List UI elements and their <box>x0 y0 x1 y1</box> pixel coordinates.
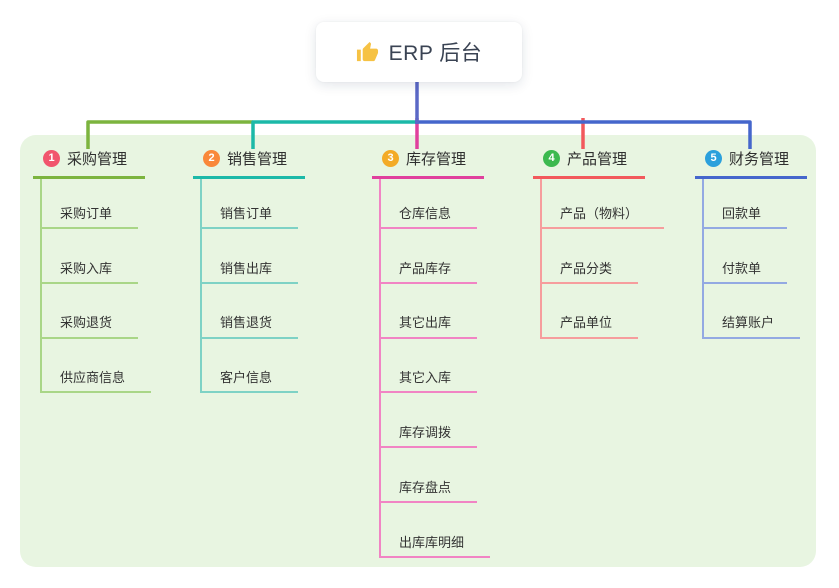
branches-background-panel <box>20 135 816 567</box>
child-node: 产品单位 <box>542 284 664 339</box>
child-node: 回款单 <box>704 179 800 229</box>
child-node-label[interactable]: 销售退货 <box>202 315 299 339</box>
child-node-label[interactable]: 销售出库 <box>202 261 299 284</box>
child-node-label[interactable]: 客户信息 <box>202 370 299 394</box>
badge-2: 2 <box>203 149 220 167</box>
child-node-label[interactable]: 结算账户 <box>704 315 801 339</box>
branch-label: 销售管理 <box>227 150 288 168</box>
child-node: 销售退货 <box>202 284 299 339</box>
root-node[interactable]: ERP 后台 <box>316 22 522 82</box>
branch-node-sales[interactable]: 2 销售管理 <box>193 146 305 179</box>
branch-node-inventory[interactable]: 3 库存管理 <box>372 146 484 179</box>
child-node-label[interactable]: 产品（物料） <box>542 206 665 229</box>
child-node: 客户信息 <box>202 339 299 394</box>
branch-label: 产品管理 <box>567 150 628 168</box>
badge-3: 3 <box>382 149 399 167</box>
child-node-label[interactable]: 供应商信息 <box>42 370 152 394</box>
branch-label: 采购管理 <box>67 150 128 168</box>
child-node: 采购入库 <box>42 229 151 284</box>
child-node-label[interactable]: 采购退货 <box>42 315 139 339</box>
child-node: 库存调拨 <box>381 393 490 449</box>
child-node: 销售订单 <box>202 179 299 229</box>
child-node: 产品（物料） <box>542 179 665 229</box>
child-node: 采购退货 <box>42 284 151 339</box>
child-node: 供应商信息 <box>42 339 152 394</box>
badge-4: 4 <box>543 149 560 167</box>
child-node: 产品分类 <box>542 229 664 284</box>
branch-node-product[interactable]: 4 产品管理 <box>533 146 645 179</box>
child-node-label[interactable]: 库存调拨 <box>381 425 478 449</box>
root-node-title: ERP 后台 <box>388 42 483 65</box>
child-node-label[interactable]: 仓库信息 <box>381 206 478 229</box>
child-node: 库存盘点 <box>381 448 490 503</box>
child-node-label[interactable]: 产品单位 <box>542 315 639 339</box>
child-node: 其它出库 <box>381 284 490 339</box>
child-node: 产品库存 <box>381 229 490 284</box>
child-node-label[interactable]: 产品分类 <box>542 261 639 284</box>
child-node: 采购订单 <box>42 179 151 229</box>
child-node-label[interactable]: 其它出库 <box>381 315 478 339</box>
thumbs-up-icon <box>356 41 378 61</box>
child-node: 结算账户 <box>704 284 801 339</box>
child-node-label[interactable]: 采购入库 <box>42 261 139 284</box>
child-node-label[interactable]: 采购订单 <box>42 206 139 229</box>
child-node: 仓库信息 <box>381 179 490 229</box>
child-node-label[interactable]: 其它入库 <box>381 370 478 394</box>
branch-label: 财务管理 <box>729 150 790 168</box>
child-node: 出库库明细 <box>381 503 491 558</box>
child-node-label[interactable]: 产品库存 <box>381 261 478 284</box>
branch-children-finance: 回款单 付款单 结算账户 <box>702 179 801 339</box>
branch-node-purchase[interactable]: 1 采购管理 <box>33 146 145 179</box>
child-node-label[interactable]: 销售订单 <box>202 206 299 229</box>
branch-node-finance[interactable]: 5 财务管理 <box>695 146 807 179</box>
branch-label: 库存管理 <box>406 150 467 168</box>
child-node: 其它入库 <box>381 339 490 394</box>
child-node: 销售出库 <box>202 229 299 284</box>
child-node: 付款单 <box>704 229 800 284</box>
branch-children-inventory: 仓库信息 产品库存 其它出库 其它入库 库存调拨 库存盘点 出库库明细 <box>379 179 491 558</box>
badge-1: 1 <box>43 149 60 167</box>
badge-5: 5 <box>705 149 722 167</box>
child-node-label[interactable]: 出库库明细 <box>381 535 491 558</box>
child-node-label[interactable]: 库存盘点 <box>381 480 478 503</box>
branch-children-sales: 销售订单 销售出库 销售退货 客户信息 <box>200 179 299 394</box>
branch-children-product: 产品（物料） 产品分类 产品单位 <box>540 179 665 339</box>
branch-children-purchase: 采购订单 采购入库 采购退货 供应商信息 <box>40 179 152 394</box>
child-node-label[interactable]: 付款单 <box>704 261 788 284</box>
child-node-label[interactable]: 回款单 <box>704 206 788 229</box>
